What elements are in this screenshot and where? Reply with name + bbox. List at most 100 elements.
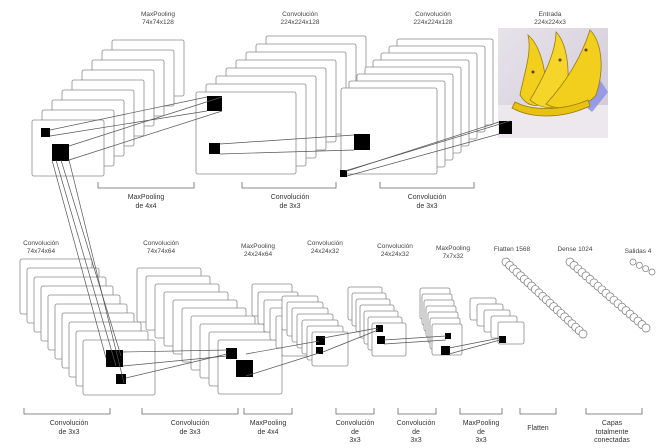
bracket-bot-6 — [459, 408, 503, 415]
output-neuron — [635, 261, 643, 269]
output-neuron — [629, 258, 637, 266]
label-outputs: Salidas 4 — [624, 248, 652, 255]
kernel-bot-5c — [499, 336, 506, 343]
kernel-bot-4a — [376, 325, 383, 332]
stack-conv-224-b-sheet — [340, 87, 438, 175]
link-bot-7 — [322, 329, 379, 353]
bracket-bot-1 — [23, 408, 111, 415]
link-top-c2 — [346, 133, 500, 177]
banana-4 — [511, 99, 591, 117]
kernel-bot-1a — [106, 350, 123, 367]
label-dense: Dense 1024 — [557, 246, 593, 253]
banana-spot-1 — [531, 70, 535, 74]
bracket-label-flatten: Flatten — [527, 425, 549, 432]
bracket-top-1 — [97, 182, 195, 189]
stack-maxpool-7-right — [469, 297, 525, 345]
link-bot-1 — [122, 349, 228, 353]
link-down-3 — [60, 159, 122, 357]
kernel-bot-1b — [116, 374, 126, 384]
stack-conv-224-a-sheet — [195, 91, 297, 175]
kernel-bot-4b — [377, 336, 385, 344]
banana-spot-2 — [558, 58, 562, 62]
dense-neurons — [501, 257, 656, 339]
link-top-a3 — [68, 96, 223, 147]
link-bot-2 — [122, 355, 228, 367]
flatten-neuron — [578, 329, 588, 339]
link-top-c3 — [344, 120, 511, 172]
bracket-bot-5 — [397, 408, 437, 415]
link-bot-10 — [448, 337, 501, 349]
bracket-bot-2 — [141, 408, 239, 415]
kernel-bot-3a — [316, 336, 325, 345]
link-down-1 — [51, 159, 107, 359]
bracket-bot-7 — [519, 408, 557, 415]
kernel-bot-5b — [441, 346, 450, 355]
link-bot-8 — [383, 335, 447, 341]
bracket-bot-4 — [335, 408, 375, 415]
dense-neuron — [641, 323, 651, 333]
input-kernel — [499, 121, 512, 134]
banana-spot-3 — [584, 48, 588, 52]
kernel-bot-2a — [226, 348, 237, 359]
bracket-top-2 — [241, 182, 337, 189]
stack-conv-224-a — [195, 35, 367, 175]
stack-conv-24-b — [347, 286, 407, 357]
output-neuron — [648, 268, 656, 276]
kernel-bot-3b — [316, 347, 323, 354]
link-top-a2 — [49, 110, 208, 137]
kernel-bot-2b — [236, 360, 253, 377]
link-bot-4 — [245, 340, 320, 355]
kernel-top-2b — [209, 143, 220, 154]
link-bot-11 — [448, 339, 501, 355]
feature-map-stacks — [19, 35, 525, 396]
bracket-top-3 — [379, 182, 475, 189]
stack-maxpool-7 — [419, 287, 463, 356]
brackets — [23, 182, 643, 415]
kernel-top-3a — [354, 134, 370, 150]
stack-conv-74-a-sheet — [82, 339, 156, 396]
output-neuron — [642, 265, 650, 273]
input-image — [498, 28, 608, 138]
link-down-2 — [55, 159, 117, 367]
link-bot-9 — [383, 339, 447, 345]
kernel-top-1b — [52, 144, 69, 161]
link-top-a4 — [68, 110, 223, 161]
bracket-bot-8 — [585, 408, 643, 415]
link-bot-3 — [125, 353, 228, 379]
kernel-top-3b — [340, 170, 347, 177]
kernel-top-1a — [41, 128, 50, 137]
link-bot-5 — [245, 352, 320, 377]
stack-conv-224-b — [340, 38, 494, 175]
link-top-b2 — [219, 149, 355, 155]
link-down-4 — [68, 159, 125, 384]
kernel-bot-5a — [445, 333, 451, 339]
bracket-bot-3 — [243, 408, 293, 415]
connection-lines — [49, 96, 511, 384]
kernel-top-2a — [207, 96, 222, 111]
link-bot-6 — [322, 327, 379, 339]
label-flatten: Flatten 1568 — [493, 246, 531, 253]
stack-conv-74-a — [19, 258, 156, 396]
